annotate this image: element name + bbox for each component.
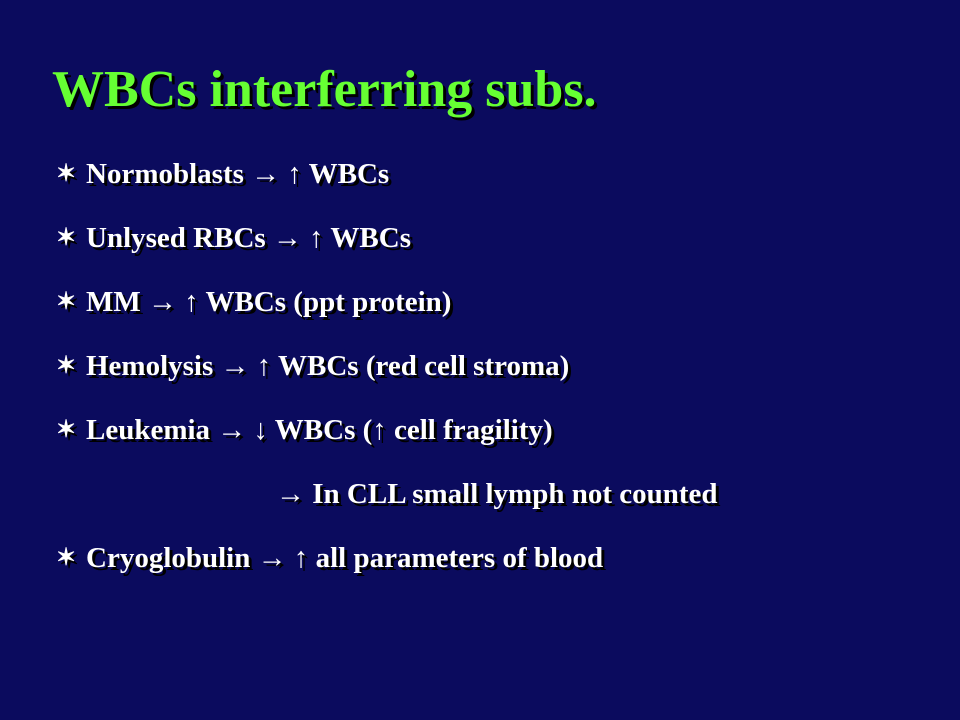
slide-title: WBCs interferring subs. [52,61,597,118]
sub-item: → In CLL small lymph not counted [276,478,718,510]
star-bullet-icon: ✶ [56,225,77,251]
star-bullet-icon: ✶ [56,161,77,187]
bullet-list: ✶ Normoblasts → ↑ WBCs ✶ Unlysed RBCs → … [56,154,718,602]
list-item: ✶ Cryoglobulin → ↑ all parameters of blo… [56,538,718,602]
star-bullet-icon: ✶ [56,417,77,443]
star-bullet-icon: ✶ [56,353,77,379]
star-bullet-icon: ✶ [56,289,77,315]
list-item-text: Normoblasts → ↑ WBCs [86,158,390,190]
star-bullet-icon: ✶ [56,545,77,571]
list-item-text: Cryoglobulin → ↑ all parameters of blood [86,542,604,574]
list-item-text: Unlysed RBCs → ↑ WBCs [86,222,411,254]
list-item-text: Hemolysis → ↑ WBCs (red cell stroma) [86,350,570,382]
list-item-text: Leukemia → ↓ WBCs (↑ cell fragility) [86,414,553,446]
list-item: ✶ Unlysed RBCs → ↑ WBCs [56,218,718,282]
list-item-text: MM → ↑ WBCs (ppt protein) [86,286,452,318]
list-item: ✶ Leukemia → ↓ WBCs (↑ cell fragility) [56,410,718,474]
list-item: ✶ Normoblasts → ↑ WBCs [56,154,718,218]
list-item: ✶ MM → ↑ WBCs (ppt protein) [56,282,718,346]
list-item: ✶ Hemolysis → ↑ WBCs (red cell stroma) [56,346,718,410]
